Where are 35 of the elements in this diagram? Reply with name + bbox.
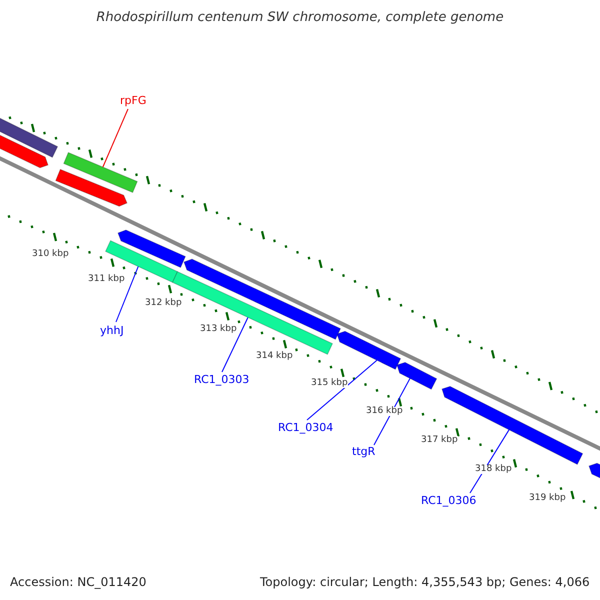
gene-feature [183,258,342,340]
leader-line [116,266,139,322]
scale-label: 314 kbp [256,352,293,361]
gene-feature [104,240,178,283]
scale-label: 319 kbp [529,494,566,503]
leader-line [222,317,248,372]
gene-label: RC1_0306 [421,495,476,506]
gene-feature [396,362,438,390]
genome-info-text: Topology: circular; Length: 4,355,543 bp; Genes: 4,066 [260,576,590,588]
leader-line [306,360,378,420]
leader-line [374,378,410,446]
gene-label: RC1_0304 [278,422,334,433]
scale-label: 318 kbp [475,465,512,474]
title: Rhodospirillum centenum SW chromosome, complete genome [95,11,505,24]
scale-label: 315 kbp [311,379,348,388]
gene-label: rpFG [120,95,146,106]
gene-feature [55,168,128,207]
gene-feature [336,330,402,370]
scale-label: 317 kbp [421,436,458,445]
accession-text: Accession: NC_011420 [10,576,146,588]
leader-line [470,429,510,494]
scale-label: 313 kbp [200,325,237,334]
scale-label: 316 kbp [366,407,403,416]
gene-feature [442,386,584,465]
gene-feature [0,132,48,168]
gene-label: RC1_0303 [194,374,250,385]
scale-label: 310 kbp [32,250,69,259]
gene-label: yhhJ [100,325,124,336]
gene-feature [0,115,58,158]
gene-feature [117,230,186,268]
scale-label: 311 kbp [88,275,125,284]
scale-label: 312 kbp [145,299,182,308]
leader-line [102,108,128,168]
gene-feature [63,152,138,194]
gene-label: ttgR [352,446,376,457]
